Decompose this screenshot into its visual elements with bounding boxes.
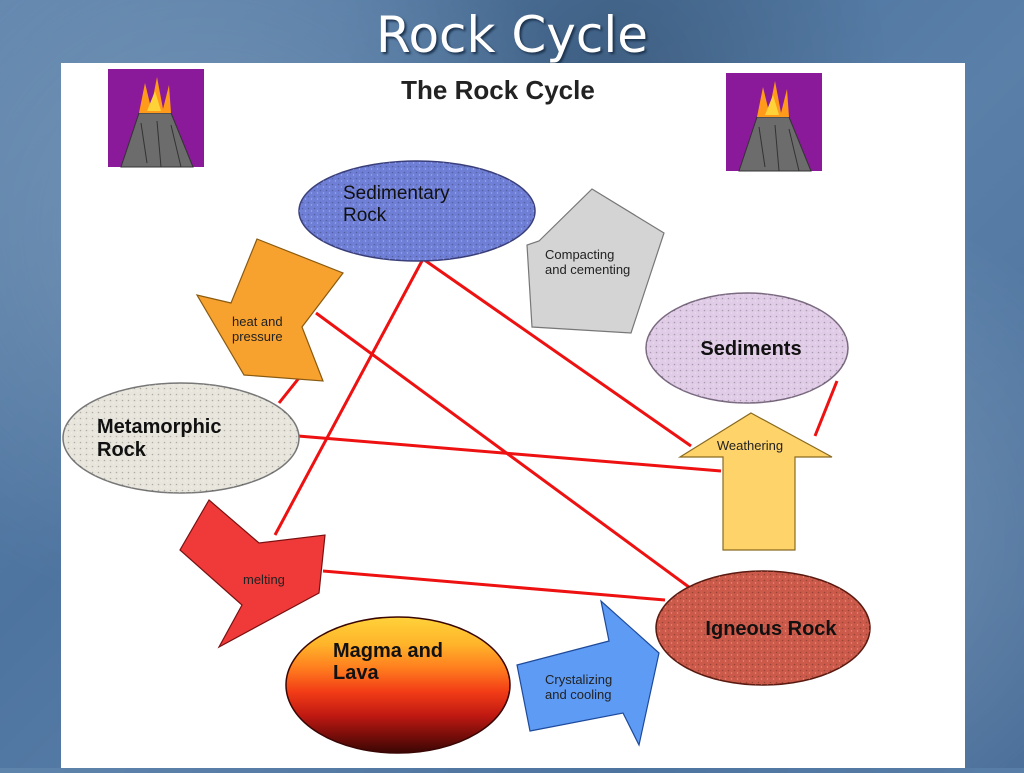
compacting-arrow: Compacting and cementing bbox=[526, 188, 665, 334]
magma-label-1: Magma and bbox=[333, 640, 443, 662]
igneous-rock-node: Igneous Rock bbox=[655, 570, 871, 686]
sedimentary-label-2: Rock bbox=[343, 205, 387, 226]
metamorphic-label-2: Rock bbox=[97, 439, 147, 461]
sediments-label: Sediments bbox=[700, 338, 801, 360]
diagram-panel: The Rock Cycle Sedimentary Rock Compacti… bbox=[61, 63, 965, 768]
compacting-label-1: Compacting bbox=[545, 247, 614, 262]
weathering-label: Weathering bbox=[717, 438, 783, 453]
igneous-label: Igneous Rock bbox=[705, 618, 837, 640]
volcano-icon bbox=[108, 69, 204, 168]
compacting-label-2: and cementing bbox=[545, 262, 630, 277]
magma-label-2: Lava bbox=[333, 662, 379, 684]
magma-lava-node: Magma and Lava bbox=[285, 616, 511, 754]
sedimentary-rock-node: Sedimentary Rock bbox=[298, 160, 536, 262]
crystalizing-arrow: Crystalizing and cooling bbox=[516, 599, 660, 747]
crystalizing-label-1: Crystalizing bbox=[545, 672, 612, 687]
melting-label: melting bbox=[243, 572, 285, 587]
melting-arrow: melting bbox=[179, 499, 326, 649]
volcano-icon bbox=[726, 73, 822, 172]
metamorphic-rock-node: Metamorphic Rock bbox=[62, 382, 300, 494]
rock-cycle-diagram: The Rock Cycle Sedimentary Rock Compacti… bbox=[62, 69, 871, 754]
slide-title: Rock Cycle bbox=[375, 6, 649, 64]
weathering-arrow: Weathering bbox=[677, 412, 833, 551]
sedimentary-label-1: Sedimentary bbox=[343, 183, 450, 204]
heat-label-1: heat and bbox=[232, 314, 283, 329]
connector-lines bbox=[273, 257, 839, 602]
diagram-title: The Rock Cycle bbox=[401, 75, 595, 105]
sediments-node: Sediments bbox=[645, 292, 849, 404]
heat-label-2: pressure bbox=[232, 329, 283, 344]
crystalizing-label-2: and cooling bbox=[545, 687, 612, 702]
heat-pressure-arrow: heat and pressure bbox=[195, 238, 344, 382]
metamorphic-label-1: Metamorphic bbox=[97, 416, 221, 438]
